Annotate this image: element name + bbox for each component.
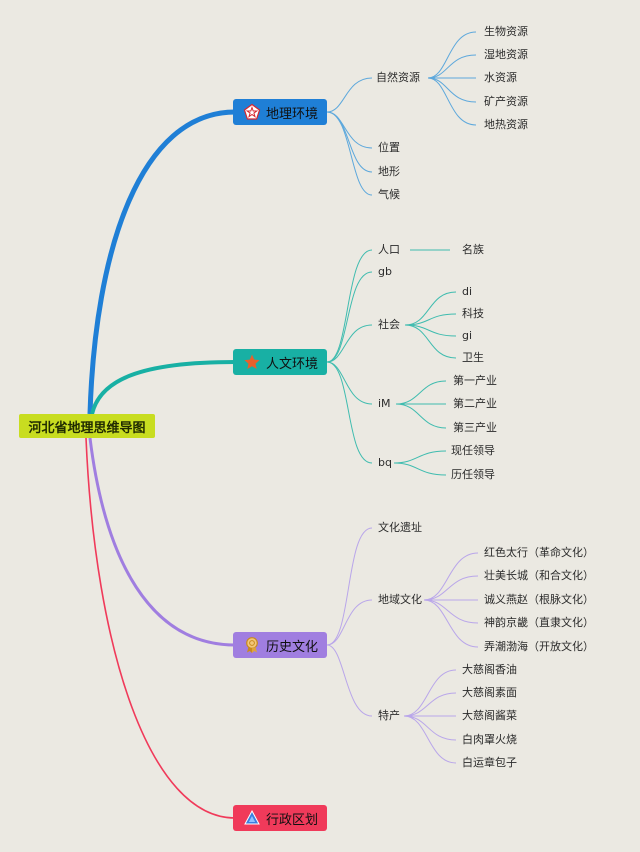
node-im-item[interactable]: 第二产业 xyxy=(453,397,497,410)
node-specialty-item[interactable]: 白肉罩火烧 xyxy=(462,733,517,746)
node-society-item[interactable]: 卫生 xyxy=(462,351,484,364)
node-specialty-item[interactable]: 大慈阁酱菜 xyxy=(462,709,517,722)
node-bq[interactable]: bq xyxy=(378,456,392,469)
node-society-item[interactable]: di xyxy=(462,285,473,298)
root-node[interactable]: 河北省地理思维导图 xyxy=(19,414,155,438)
node-natural-item[interactable]: 地热资源 xyxy=(484,118,528,131)
link-root-history xyxy=(88,437,236,647)
node-specialty[interactable]: 特产 xyxy=(378,709,400,722)
branch-admin[interactable]: 行政区划 xyxy=(233,805,327,831)
branch-admin-label: 行政区划 xyxy=(266,812,319,828)
node-specialty-item[interactable]: 大慈阁素面 xyxy=(462,686,517,699)
node-specialty-item[interactable]: 大慈阁香油 xyxy=(462,663,517,676)
medal-icon xyxy=(243,636,261,654)
node-regional-item[interactable]: 弄潮渤海（开放文化） xyxy=(484,640,594,653)
node-natural-item[interactable]: 湿地资源 xyxy=(484,48,528,61)
branch-history-label: 历史文化 xyxy=(266,639,319,655)
link-root-human xyxy=(90,360,236,415)
branch-human-label: 人文环境 xyxy=(266,356,319,372)
branch-geo[interactable]: 地理环境 xyxy=(233,99,327,125)
node-population[interactable]: 人口 xyxy=(378,243,400,256)
node-natural-resources[interactable]: 自然资源 xyxy=(376,71,420,84)
link-root-geo xyxy=(87,109,236,415)
node-geo-other[interactable]: 气候 xyxy=(378,188,400,201)
node-im[interactable]: iM xyxy=(378,397,391,410)
node-gb[interactable]: gb xyxy=(378,265,392,278)
node-cultural-sites[interactable]: 文化遗址 xyxy=(378,521,422,534)
node-regional-item[interactable]: 诚义燕赵（根脉文化） xyxy=(484,593,594,606)
node-natural-item[interactable]: 生物资源 xyxy=(484,25,528,38)
node-regional-item[interactable]: 壮美长城（和合文化） xyxy=(484,569,594,582)
node-population-child[interactable]: 名族 xyxy=(462,243,484,256)
node-society-item[interactable]: gi xyxy=(462,329,473,342)
node-natural-item[interactable]: 矿产资源 xyxy=(484,95,528,108)
node-im-item[interactable]: 第一产业 xyxy=(453,374,497,387)
node-geo-other[interactable]: 地形 xyxy=(378,165,400,178)
node-bq-item[interactable]: 现任领导 xyxy=(451,444,495,457)
star-icon xyxy=(243,353,261,371)
branch-human[interactable]: 人文环境 xyxy=(233,349,327,375)
node-regional-item[interactable]: 神韵京畿（直隶文化） xyxy=(484,616,594,629)
node-natural-item[interactable]: 水资源 xyxy=(484,71,517,84)
triangle-badge-icon xyxy=(243,809,261,827)
node-specialty-item[interactable]: 白运章包子 xyxy=(462,756,517,769)
link-root-admin xyxy=(85,437,236,819)
node-regional-culture[interactable]: 地域文化 xyxy=(378,593,422,606)
node-society[interactable]: 社会 xyxy=(378,318,400,331)
branch-geo-label: 地理环境 xyxy=(266,106,319,122)
pentagon-star-icon xyxy=(243,103,261,121)
node-bq-item[interactable]: 历任领导 xyxy=(451,468,495,481)
node-im-item[interactable]: 第三产业 xyxy=(453,421,497,434)
node-geo-other[interactable]: 位置 xyxy=(378,141,400,154)
node-society-item[interactable]: 科技 xyxy=(462,307,484,320)
node-regional-item[interactable]: 红色太行（革命文化） xyxy=(484,546,594,559)
branch-history[interactable]: 历史文化 xyxy=(233,632,327,658)
